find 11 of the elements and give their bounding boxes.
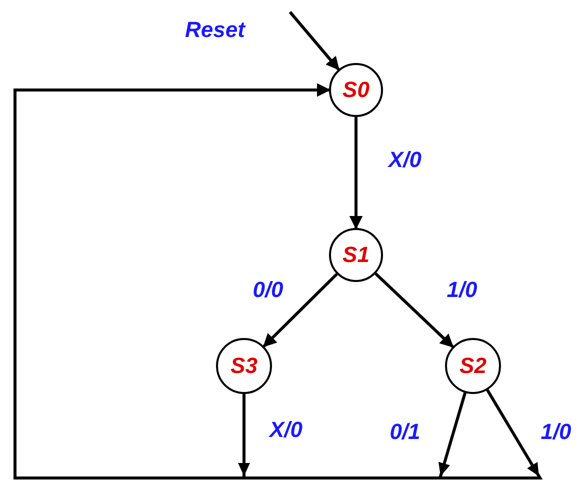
- state-circle: [445, 338, 501, 394]
- state-name: S1: [342, 242, 370, 268]
- state-name: S3: [230, 353, 258, 379]
- state-name: S2: [460, 353, 486, 379]
- state-name: S0: [342, 77, 370, 103]
- transition-arrow: [288, 11, 340, 70]
- transition-arrow: [349, 117, 363, 230]
- state-circle: [329, 228, 383, 282]
- transition-arrow: [374, 272, 454, 348]
- transition-arrow: [262, 272, 338, 348]
- state-circle: [329, 63, 383, 117]
